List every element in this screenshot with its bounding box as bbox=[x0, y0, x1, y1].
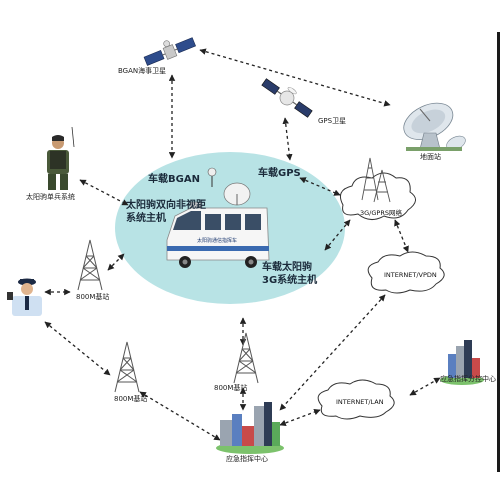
police-officer-icon bbox=[7, 278, 42, 316]
sub-command-center-icon bbox=[440, 340, 484, 385]
tower-800m-left-label: 800M基站 bbox=[76, 293, 110, 301]
gps-satellite-icon bbox=[261, 78, 313, 118]
ground-station-icon bbox=[403, 102, 466, 151]
hub-relay-label-line2: 系统主机 bbox=[126, 213, 166, 224]
link-vpdn-command bbox=[279, 294, 386, 411]
hub-relay-label-line1: 太阳驹双向非视距 bbox=[126, 200, 206, 211]
tower-800m-bottom-left bbox=[114, 341, 140, 393]
network-3g-label: 3G/GPRS网络 bbox=[360, 209, 402, 217]
tower-800m-bottom-center bbox=[233, 332, 259, 384]
soldier-icon bbox=[47, 126, 75, 190]
link-hub-3g-lower bbox=[324, 219, 351, 251]
bgan-satellite-label: BGAN海事卫星 bbox=[118, 67, 167, 75]
tower-800m-bottom-center-label: 800M基站 bbox=[214, 384, 248, 392]
hub-3g-label-line2: 3G系统主机 bbox=[262, 275, 318, 286]
tower-3g-b bbox=[373, 169, 391, 203]
tower-3g-a bbox=[361, 157, 379, 201]
van-side-text: 太阳驹通信指挥车 bbox=[197, 237, 237, 244]
connection-arrows bbox=[44, 48, 441, 441]
hub-3g-label-line1: 车载太阳驹 bbox=[262, 262, 312, 273]
gps-satellite-label: GPS卫星 bbox=[318, 117, 347, 125]
link-3g-vpdn bbox=[394, 219, 409, 253]
hub-bgan-label: 车载BGAN bbox=[148, 174, 200, 185]
link-lan-sub bbox=[409, 377, 441, 396]
internet-vpdn-label: INTERNET/VPDN bbox=[384, 271, 437, 279]
link-command-lan bbox=[279, 409, 321, 426]
internet-vpdn-cloud bbox=[367, 251, 445, 294]
hub-gps-label: 车载GPS bbox=[258, 168, 301, 179]
link-police-800m-bl bbox=[44, 321, 111, 376]
link-hub-3g bbox=[299, 177, 341, 196]
link-gps-sat-hub bbox=[282, 117, 293, 161]
sub-command-center-label: 应急指挥分控中心 bbox=[440, 375, 496, 383]
link-800m-bl-command bbox=[139, 391, 221, 441]
soldier-label: 太阳驹单兵系统 bbox=[26, 193, 75, 201]
bgan-satellite-icon bbox=[143, 37, 196, 66]
ground-station-label: 地面站 bbox=[420, 153, 441, 161]
network-3g-cloud bbox=[340, 172, 416, 220]
link-800m-hub bbox=[107, 253, 125, 271]
command-center-icon bbox=[216, 402, 284, 454]
internet-lan-label: INTERNET/LAN bbox=[336, 398, 384, 406]
right-frame-line bbox=[497, 32, 500, 472]
tower-800m-left bbox=[77, 239, 103, 291]
link-soldier-hub bbox=[79, 179, 129, 206]
command-van-icon: 太阳驹通信指挥车 bbox=[166, 167, 270, 268]
tower-800m-bottom-left-label: 800M基站 bbox=[114, 395, 148, 403]
command-center-label: 应急指挥中心 bbox=[226, 455, 268, 463]
link-bgan-sat-ground bbox=[199, 48, 391, 107]
internet-lan-cloud bbox=[317, 379, 395, 420]
